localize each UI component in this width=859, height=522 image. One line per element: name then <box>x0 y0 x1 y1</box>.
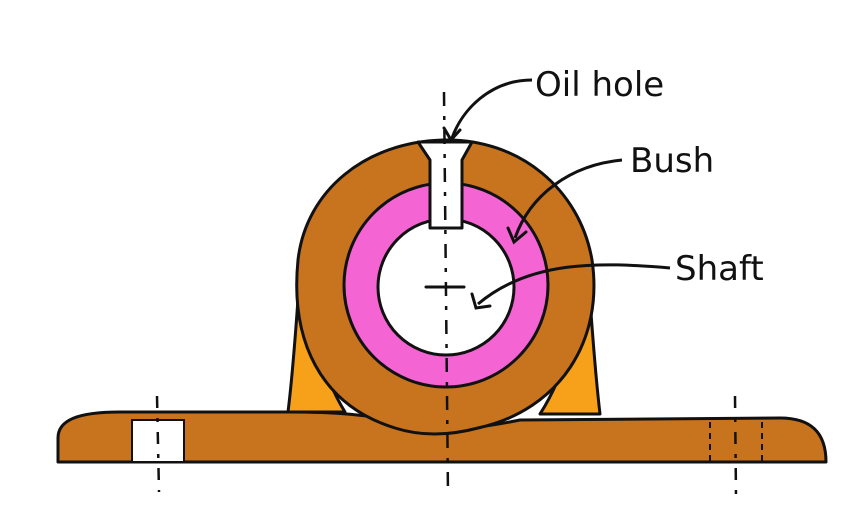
oil-hole-channel <box>416 140 474 230</box>
oil-hole-label: Oil hole <box>535 65 664 105</box>
left-bolt-centre-line <box>155 395 161 493</box>
oil-hole-arrowhead <box>442 126 462 143</box>
vertical-centre-line <box>442 91 450 496</box>
bush-leader <box>513 158 623 239</box>
bush-arrowhead <box>506 226 528 245</box>
right-bolt-centre-line <box>733 395 738 497</box>
bush-label: Bush <box>630 141 714 181</box>
shaft-arrowhead <box>470 292 492 310</box>
shaft-leader <box>477 263 671 306</box>
oil-hole-leader <box>450 78 533 139</box>
shaft-label: Shaft <box>675 249 764 289</box>
